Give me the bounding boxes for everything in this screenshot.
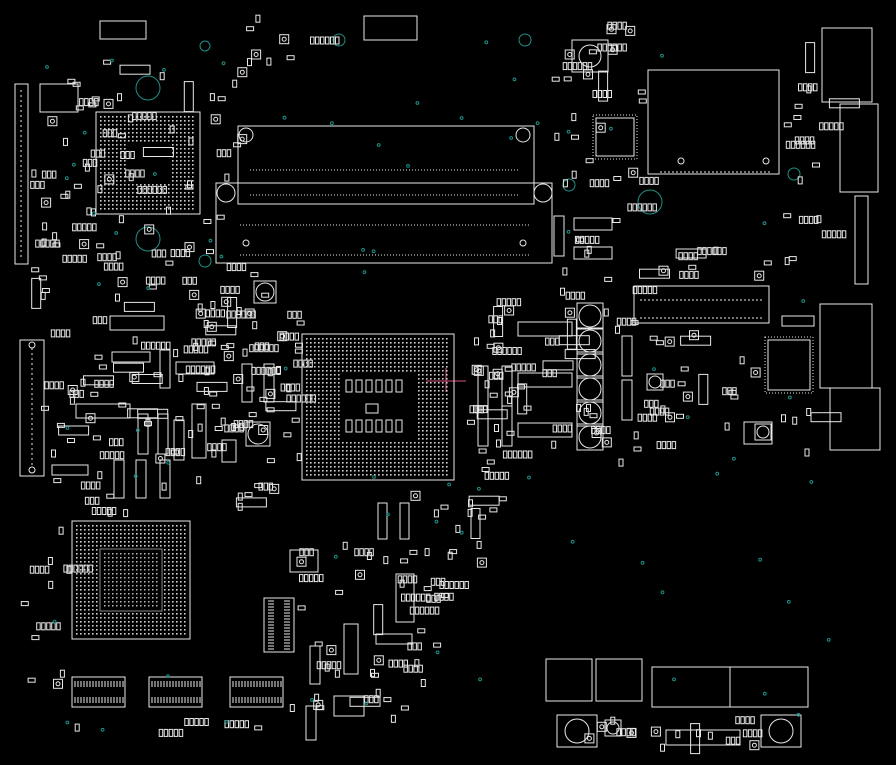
edge-connector-left[interactable] — [14, 83, 29, 265]
bga-chip-center-cpu-socket[interactable] — [301, 333, 455, 481]
memory-chips-bottom[interactable] — [71, 597, 295, 708]
bga-chip-top-left[interactable] — [95, 111, 201, 215]
dimm-slot-lower[interactable] — [215, 182, 553, 264]
dimm-slot-upper[interactable] — [237, 125, 535, 205]
usb-ports-bottom-right[interactable] — [545, 658, 809, 746]
connector-right-mid[interactable] — [633, 285, 770, 324]
edge-connector-left-mid[interactable] — [19, 339, 45, 477]
ethernet-jacks-right[interactable] — [556, 714, 802, 748]
cursor-crosshair — [426, 368, 466, 392]
qfn-chip-top-center[interactable] — [592, 114, 638, 160]
large-ic-top-right[interactable] — [647, 69, 780, 175]
connector-top-right[interactable] — [819, 27, 881, 451]
bga-chip-bottom-left[interactable] — [71, 520, 191, 640]
qfn-chip-right[interactable] — [764, 336, 814, 394]
